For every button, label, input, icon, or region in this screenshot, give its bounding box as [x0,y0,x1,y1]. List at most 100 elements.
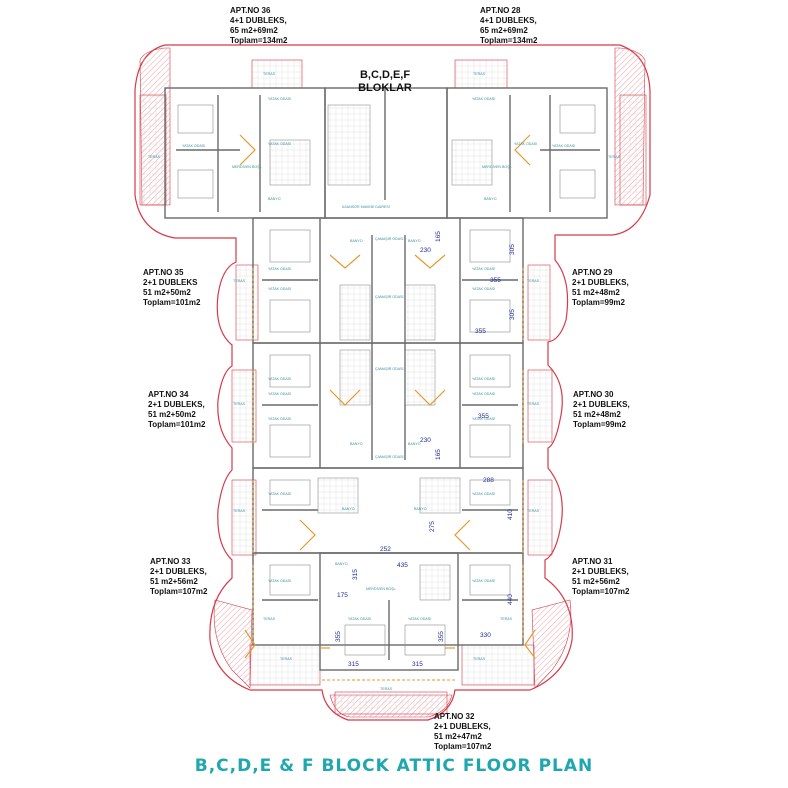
orange-wall-accents [252,268,524,681]
dim-15: 315 [352,569,359,580]
apt-type: 2+1 DUBLEKS, [573,400,630,409]
room-yatak-9: YATAK ODASI [268,287,291,291]
apt-area: 51 m2+50m2 [143,288,191,297]
apt-35-label: APT.NO 35 2+1 DUBLEKS 51 m2+50m2 Toplam=… [143,268,200,308]
room-teras-right: TERAS [608,155,621,159]
room-yatak-4: YATAK ODASI [552,144,575,148]
room-banyo-9: BANYO [335,562,348,566]
apt-total: Toplam=134m2 [480,36,538,45]
apt-area: 51 m2+50m2 [148,410,196,419]
room-banyo-6: BANYO [408,442,421,446]
room-banyo-8: BANYO [414,507,427,511]
apt-type: 2+1 DUBLEKS, [148,400,205,409]
room-labels: TERAS TERAS YATAK ODASI YATAK ODASI YATA… [148,72,621,691]
room-yatak-3: YATAK ODASI [182,144,205,148]
apt-title: APT.NO 32 [434,712,475,721]
apt-34-label: APT.NO 34 2+1 DUBLEKS, 51 m2+50m2 Toplam… [148,390,205,430]
terrace-hatch [139,47,647,718]
apt-28-label: APT.NO 28 4+1 DUBLEKS, 65 m2+69m2 Toplam… [480,6,537,46]
room-yatak-7: YATAK ODASI [268,267,291,271]
room-teras-l3: TERAS [233,402,246,406]
room-teras-l5: TERAS [263,617,276,621]
dim-21: 315 [412,661,423,668]
room-yatak-15: YATAK ODASI [268,417,291,421]
room-asansor: ASANSÖR MAKİNE DAİRESİ [342,204,390,209]
apt-32-label: APT.NO 32 2+1 DUBLEKS, 51 m2+47m2 Toplam… [434,712,491,752]
door-swings [239,134,536,659]
staircases [269,104,493,601]
dim-1: 230 [420,247,431,254]
room-yatak-13: YATAK ODASI [268,392,291,396]
room-teras-r3: TERAS [527,402,540,406]
room-yatak-2: YATAK ODASI [472,97,495,101]
apt-type: 4+1 DUBLEKS, [480,16,537,25]
dim-17: 355 [335,631,342,642]
room-teras-r4: TERAS [527,509,540,513]
room-merdiven-1: MERDİVEN BOŞL. [232,164,263,169]
dim-18: 355 [438,631,445,642]
apt-title: APT.NO 29 [572,268,613,277]
room-camasir-2: ÇAMAŞIR ODASI [375,295,404,299]
dim-22: 440 [507,594,514,605]
apt-type: 2+1 DUBLEKS, [434,722,491,731]
apt-36-label: APT.NO 36 4+1 DUBLEKS, 65 m2+69m2 Toplam… [230,6,287,46]
apt-total: Toplam=107m2 [572,587,630,596]
room-merdiven-2: MERDİVEN BOŞL. [482,164,513,169]
apt-30-label: APT.NO 30 2+1 DUBLEKS, 51 m2+48m2 Toplam… [573,390,630,430]
dim-14: 435 [397,562,408,569]
apt-total: Toplam=99m2 [572,298,625,307]
dim-12: 275 [429,521,436,532]
room-banyo-4: BANYO [408,239,421,243]
room-teras-l2: TERAS [233,279,246,283]
apt-total: Toplam=101m2 [148,420,206,429]
apt-title: APT.NO 33 [150,557,191,566]
apt-area: 51 m2+47m2 [434,732,482,741]
apt-title: APT.NO 36 [230,6,271,15]
apt-area: 65 m2+69m2 [480,26,528,35]
apt-type: 2+1 DUBLEKS, [572,567,629,576]
dim-9: 165 [435,449,442,460]
apt-area: 51 m2+56m2 [150,577,198,586]
apt-29-label: APT.NO 29 2+1 DUBLEKS, 51 m2+48m2 Toplam… [572,268,629,308]
room-teras-br: TERAS [473,657,486,661]
apt-31-label: APT.NO 31 2+1 DUBLEKS, 51 m2+56m2 Toplam… [572,557,629,597]
dim-10: 288 [483,477,494,484]
block-title: B,C,D,E,F BLOKLAR [352,69,418,95]
room-teras-top-left: TERAS [263,72,276,76]
dim-6: 305 [509,309,516,320]
room-merdiven-3: MERDİVEN BOŞL. [366,586,397,591]
room-yatak-20: YATAK ODASI [472,579,495,583]
apt-type: 2+1 DUBLEKS, [150,567,207,576]
apt-title: APT.NO 35 [143,268,184,277]
room-banyo-1: BANYO [268,197,281,201]
room-yatak-22: YATAK ODASI [408,617,431,621]
room-camasir-3: ÇAMAŞIR ODASI [375,367,404,371]
apt-title: APT.NO 31 [572,557,613,566]
room-teras-r2: TERAS [527,279,540,283]
dim-2: 165 [435,231,442,242]
room-yatak-21: YATAK ODASI [348,617,371,621]
dim-7: 355 [478,413,489,420]
room-banyo-7: BANYO [342,507,355,511]
room-yatak-14: YATAK ODASI [472,392,495,396]
room-teras-bl: TERAS [280,657,293,661]
room-teras-r5: TERAS [500,617,513,621]
apt-title: APT.NO 28 [480,6,521,15]
apt-total: Toplam=101m2 [143,298,201,307]
room-banyo-3: BANYO [350,239,363,243]
room-yatak-12: YATAK ODASI [472,377,495,381]
room-yatak-18: YATAK ODASI [472,492,495,496]
room-yatak-19: YATAK ODASI [268,579,291,583]
room-yatak-1: YATAK ODASI [268,97,291,101]
apt-type: 2+1 DUBLEKS [143,278,198,287]
dim-3: 305 [509,244,516,255]
room-camasir-1: ÇAMAŞIR ODASI [375,237,404,241]
dim-5: 355 [475,328,486,335]
apt-type: 2+1 DUBLEKS, [572,278,629,287]
dim-4: 355 [490,277,501,284]
room-teras-l4: TERAS [233,509,246,513]
plan-title: B,C,D,E & F BLOCK ATTIC FLOOR PLAN [194,756,594,776]
room-yatak-10: YATAK ODASI [472,287,495,291]
apt-type: 4+1 DUBLEKS, [230,16,287,25]
block-title-line2: BLOKLAR [358,82,412,94]
